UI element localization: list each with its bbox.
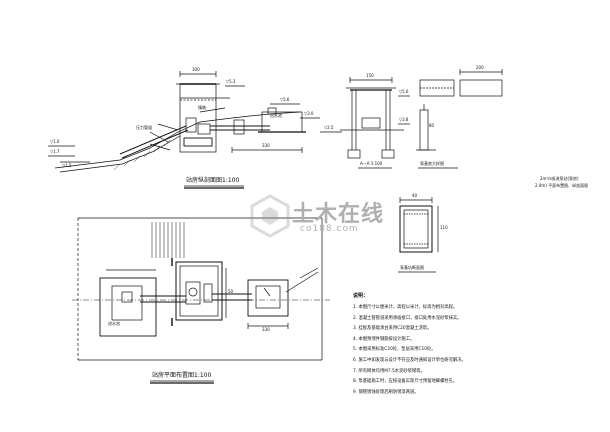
plan-view-title: 站房平面布置图1:100 bbox=[152, 372, 212, 379]
sheet-title-line1: 2m³/s吸流泵站(泵房) bbox=[540, 176, 579, 181]
note-item: 4. 本图预埋件钢筋按设计施工。 bbox=[353, 336, 415, 342]
note-item: 5. 本图采用标准C20砼，垫层采用C10砼。 bbox=[353, 347, 436, 353]
note-item: 3. 挂板及基础承台采用C20混凝土浇筑。 bbox=[353, 326, 432, 332]
note-item: 2. 混凝土管管道采用承插接口，接口处用水泥砂浆抹实。 bbox=[353, 315, 462, 321]
plan-view bbox=[72, 217, 330, 361]
dim-label: 50 bbox=[228, 289, 234, 294]
section-a-a bbox=[340, 77, 410, 159]
note-item: 7. 所有砌体均用M7.5水泥砂浆砌筑。 bbox=[353, 368, 425, 374]
elevation-label: ▽3.0 bbox=[304, 111, 314, 116]
dim-label: 200 bbox=[476, 65, 484, 70]
elevation-label: ▽1.7 bbox=[50, 149, 60, 154]
annotation: 出水池 bbox=[270, 113, 282, 118]
pump-pit-section bbox=[399, 197, 439, 253]
elevation-label: ▽1.0 bbox=[50, 139, 60, 144]
annotation: 镇墩 bbox=[198, 105, 206, 110]
annotation: 压力管道 bbox=[136, 125, 152, 130]
dim-label: 150 bbox=[366, 73, 374, 78]
dim-label: 80 bbox=[429, 123, 435, 128]
dim-label: 330 bbox=[262, 143, 270, 148]
note-item: 1. 本图尺寸以厘米计，高程以米计，标高为相对高程。 bbox=[353, 305, 458, 310]
section-view-title: 站房纵剖面图1:100 bbox=[186, 177, 240, 184]
pump-foundation-detail bbox=[416, 69, 503, 151]
elevation-label: ▽1.5 bbox=[62, 163, 72, 168]
note-item: 9. 钢管锈蚀处理后刷防锈漆两道。 bbox=[353, 389, 419, 395]
note-item: 8. 泵基础施工时，应按设备实际尺寸预留地脚螺栓孔。 bbox=[353, 379, 458, 385]
watermark-logo-icon bbox=[250, 194, 290, 238]
dim-label: 300 bbox=[192, 67, 200, 72]
elevation-label: ▽5.0 bbox=[399, 89, 409, 94]
elevation-label: ▽2.5 bbox=[324, 125, 334, 130]
elevation-label: ▽5.3 bbox=[226, 79, 236, 84]
dim-label: 110 bbox=[440, 225, 448, 230]
section-view bbox=[48, 71, 342, 173]
notes-heading: 说明： bbox=[353, 293, 369, 299]
dim-label: 40 bbox=[412, 193, 418, 198]
elevation-label: ▽3.8 bbox=[399, 117, 409, 122]
dim-label: 330 bbox=[262, 327, 270, 332]
elevation-label: ▽5.6 bbox=[280, 97, 290, 102]
notes-block: 说明： 1. 本图尺寸以厘米计，高程以米计，标高为相对高程。 2. 混凝土管管道… bbox=[353, 292, 593, 399]
watermark-text: 土木在线 bbox=[292, 202, 385, 227]
sheet-title-line2: 2.0m) 平面布置图、纵剖面图 bbox=[535, 183, 589, 188]
watermark-subtext: co188.com bbox=[300, 224, 359, 234]
note-item: 6. 施工中如发现与设计不符应及时通知设计单位研究解决。 bbox=[353, 357, 466, 363]
pump-pit-title: 泵基坑断面图 bbox=[400, 265, 424, 270]
pump-foundation-title: 泵基底大样图 bbox=[420, 161, 444, 166]
section-a-title: A—A 1:100 bbox=[360, 161, 383, 166]
annotation: 进水池 bbox=[108, 321, 120, 326]
